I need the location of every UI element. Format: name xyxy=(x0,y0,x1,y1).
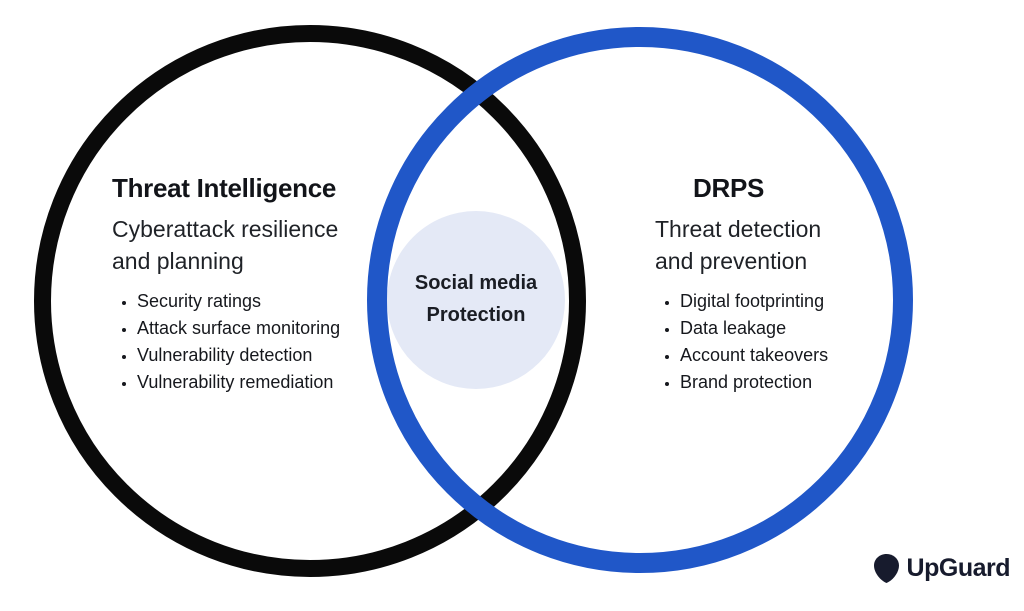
right-circle-content: DRPS Threat detection and prevention Dig… xyxy=(655,173,855,400)
list-item: Vulnerability detection xyxy=(137,345,372,366)
upguard-shield-icon xyxy=(873,554,899,583)
left-circle-content: Threat Intelligence Cyberattack resilien… xyxy=(112,173,372,400)
list-item: Digital footprinting xyxy=(680,292,855,312)
list-item: Vulnerability remediation xyxy=(137,372,372,393)
upguard-logo: UpGuard xyxy=(873,553,1011,584)
left-circle-subtitle: Cyberattack resilience and planning xyxy=(112,215,339,274)
right-circle-title: DRPS xyxy=(693,173,765,203)
list-item: Account takeovers xyxy=(680,345,855,366)
left-circle-bullet-list: Security ratings Attack surface monitori… xyxy=(112,292,372,392)
left-circle-title: Threat Intelligence xyxy=(112,173,337,203)
list-item: Security ratings xyxy=(137,292,372,312)
right-circle-bullet-list: Digital footprinting Data leakage Accoun… xyxy=(655,292,855,392)
list-item: Brand protection xyxy=(680,372,855,393)
upguard-logo-text: UpGuard xyxy=(906,554,1011,582)
right-circle-subtitle: Threat detection and prevention xyxy=(655,215,822,274)
list-item: Attack surface monitoring xyxy=(137,318,372,339)
list-item: Data leakage xyxy=(680,318,855,339)
